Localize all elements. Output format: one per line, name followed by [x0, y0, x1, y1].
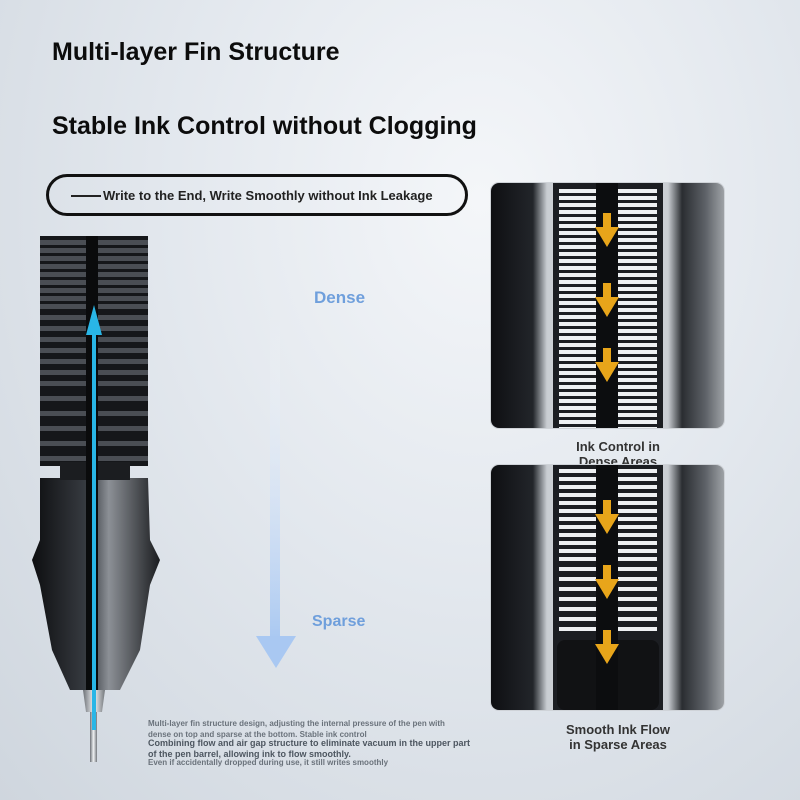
note-line-2: Combining flow and air gap structure to …: [148, 738, 471, 759]
density-arrow-shaft: [270, 310, 280, 640]
note-line-3: Even if accidentally dropped during use,…: [148, 758, 389, 767]
ink-arrow-shaft: [603, 283, 611, 299]
sparse-fin-diagram: [553, 465, 663, 710]
sparse-label: Sparse: [312, 613, 366, 630]
dense-fin-diagram: [553, 183, 663, 428]
nib-needle: [90, 712, 97, 762]
banner-dash: [71, 195, 101, 197]
ink-arrow-shaft: [603, 565, 611, 581]
sparse-caption: Smooth Ink Flow in Sparse Areas: [518, 722, 718, 752]
ink-arrow-down-icon: [595, 297, 619, 317]
ink-arrow-shaft: [603, 630, 611, 646]
dense-label: Dense: [314, 288, 366, 307]
ink-arrow-shaft: [603, 348, 611, 364]
note-line-1: Multi-layer fin structure design, adjust…: [148, 719, 445, 739]
dense-area-closeup: [491, 183, 724, 428]
ink-arrow-down-icon: [595, 644, 619, 664]
density-arrow-head-icon: [256, 636, 296, 668]
feature-subtitle: Stable Ink Control without Clogging: [52, 112, 477, 140]
banner-text: Write to the End, Write Smoothly without…: [103, 188, 433, 203]
ink-arrow-down-icon: [595, 227, 619, 247]
feature-banner: Write to the End, Write Smoothly without…: [46, 174, 468, 216]
ink-flow-arrow-icon: [86, 305, 102, 335]
feature-title: Multi-layer Fin Structure: [52, 38, 340, 66]
ink-arrow-shaft: [603, 213, 611, 229]
dense-caption-line-1: Ink Control in: [576, 439, 660, 454]
sparse-area-closeup: [491, 465, 724, 710]
ink-arrow-shaft: [603, 500, 611, 516]
ink-arrow-down-icon: [595, 362, 619, 382]
sparse-caption-line-2: in Sparse Areas: [569, 737, 667, 752]
sparse-caption-line-1: Smooth Ink Flow: [566, 722, 670, 737]
ink-arrow-down-icon: [595, 579, 619, 599]
ink-arrow-down-icon: [595, 514, 619, 534]
